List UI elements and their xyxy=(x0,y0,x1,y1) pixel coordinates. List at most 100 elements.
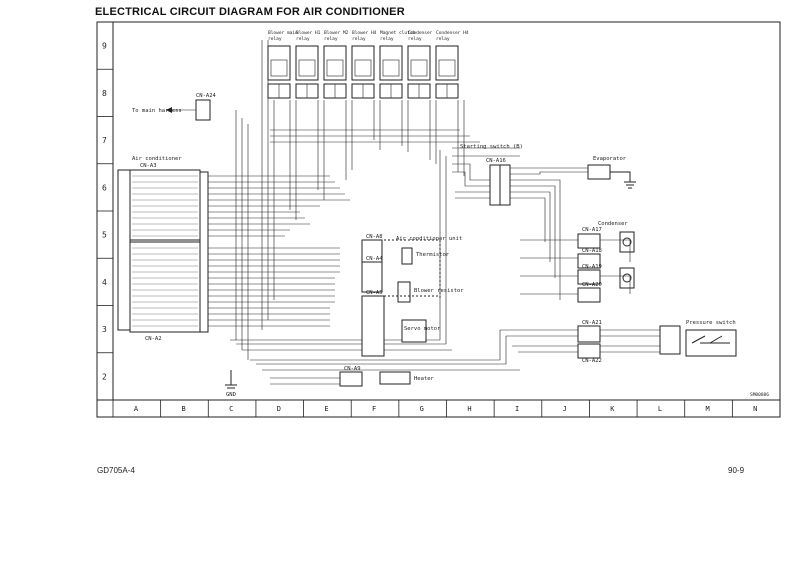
column-label: G xyxy=(420,405,424,413)
row-label: 9 xyxy=(102,42,107,51)
unit-label: Air conditioner unit xyxy=(396,236,462,242)
relay-contact xyxy=(270,59,288,77)
relay-coil xyxy=(435,45,459,81)
row-label: 6 xyxy=(102,183,107,192)
column-label: H xyxy=(467,405,471,413)
row-label: 8 xyxy=(102,89,107,98)
cn-a4-label: CN-A4 xyxy=(366,256,383,262)
relay-label: relay xyxy=(408,36,422,42)
relay-label: relay xyxy=(324,36,338,42)
column-label: I xyxy=(515,405,519,413)
servo-motor-label: Servo motor xyxy=(404,326,441,332)
unit-components xyxy=(379,239,441,385)
evaporator-label: Evaporator xyxy=(593,156,627,162)
relay-coil xyxy=(351,45,375,81)
cn-a9-label: CN-A9 xyxy=(344,366,361,372)
relay-label: Blower H4 xyxy=(352,30,377,36)
row-label: 2 xyxy=(102,372,107,381)
relay-label: relay xyxy=(268,36,282,42)
cn-a8-label: CN-A8 xyxy=(366,234,383,240)
row-label: 5 xyxy=(102,231,107,240)
relay-label: Condenser H4 xyxy=(436,30,469,36)
relay-label: relay xyxy=(380,36,394,42)
cn-a17-label: CN-A17 xyxy=(582,227,602,233)
page-title: ELECTRICAL CIRCUIT DIAGRAM FOR AIR CONDI… xyxy=(95,6,405,18)
cn-a19-label: CN-A19 xyxy=(582,264,602,270)
row-ruler: 9 8 7 6 5 4 3 2 xyxy=(97,21,113,381)
relay-contact xyxy=(410,59,428,77)
column-label: N xyxy=(753,405,757,413)
cn-a16-label: CN-A16 xyxy=(486,158,506,164)
relay-label: Magnet clutch xyxy=(380,30,416,36)
relay-label: Blower main xyxy=(268,30,298,36)
row-label: 3 xyxy=(102,325,107,334)
relay-label: relay xyxy=(296,36,310,42)
reference-code: SM00886 xyxy=(750,392,769,398)
starting-switch-label: Starting switch (B) xyxy=(460,144,523,150)
page-number: 90-9 xyxy=(728,466,745,475)
column-ruler: A B C D E F G H I J K L M N xyxy=(112,400,757,417)
relay-label: relay xyxy=(436,36,450,42)
heater-label: Heater xyxy=(414,376,435,382)
relay-label: Blower M2 xyxy=(324,30,349,36)
column-label: L xyxy=(658,405,662,413)
relay-contact xyxy=(354,59,372,77)
column-label: D xyxy=(277,405,281,413)
relay-label: relay xyxy=(352,36,366,42)
condenser-connectors xyxy=(577,233,601,359)
model-label: GD705A-4 xyxy=(97,466,135,475)
cn-a3-label: CN-A3 xyxy=(140,163,157,169)
relay-contact xyxy=(298,59,316,77)
column-label: A xyxy=(134,405,139,413)
row-label: 7 xyxy=(102,136,107,145)
cn-a24-block xyxy=(195,99,211,121)
column-label: J xyxy=(563,405,567,413)
controller-lines xyxy=(132,175,198,327)
cn-a16-block xyxy=(489,164,511,206)
relay-coil xyxy=(379,45,403,81)
row-label: 4 xyxy=(102,278,107,287)
evaporator-symbol xyxy=(587,164,636,189)
relay-label: Blower H1 xyxy=(296,30,321,36)
relay-label: Condenser xyxy=(408,30,433,36)
thermistor-label: Thermistor xyxy=(416,252,450,258)
relay-coil xyxy=(295,45,319,81)
gnd-label: GND xyxy=(226,392,236,398)
column-label: F xyxy=(372,405,376,413)
relay-contact xyxy=(382,59,400,77)
controller-label: Air conditioner xyxy=(132,156,182,162)
main-harness-label: To main harness xyxy=(132,108,182,114)
column-label: M xyxy=(706,405,710,413)
cn-a21-label: CN-A21 xyxy=(582,320,602,326)
controller-connector xyxy=(117,169,209,333)
cn-a20-label: CN-A20 xyxy=(582,282,602,288)
blower-resistor-label: Blower resistor xyxy=(414,288,464,294)
cn-a2-label: CN-A2 xyxy=(145,336,162,342)
unit-connectors xyxy=(339,239,385,387)
cn-a5-label: CN-A5 xyxy=(366,290,383,296)
condenser-label: Condenser xyxy=(598,221,628,227)
pressure-switch-symbol xyxy=(659,325,737,357)
relay-contact xyxy=(326,59,344,77)
column-label: K xyxy=(610,405,615,413)
cn-a18-label: CN-A18 xyxy=(582,248,602,254)
cn-a22-label: CN-A22 xyxy=(582,358,602,364)
ground-symbol xyxy=(225,370,237,389)
relay-contact xyxy=(438,59,456,77)
column-label: B xyxy=(181,405,185,413)
arrow-icon xyxy=(166,107,172,113)
wire-harness xyxy=(208,129,660,385)
condenser-motors xyxy=(619,231,635,289)
relay-coil xyxy=(407,45,431,81)
column-label: C xyxy=(229,405,233,413)
column-label: E xyxy=(324,405,328,413)
